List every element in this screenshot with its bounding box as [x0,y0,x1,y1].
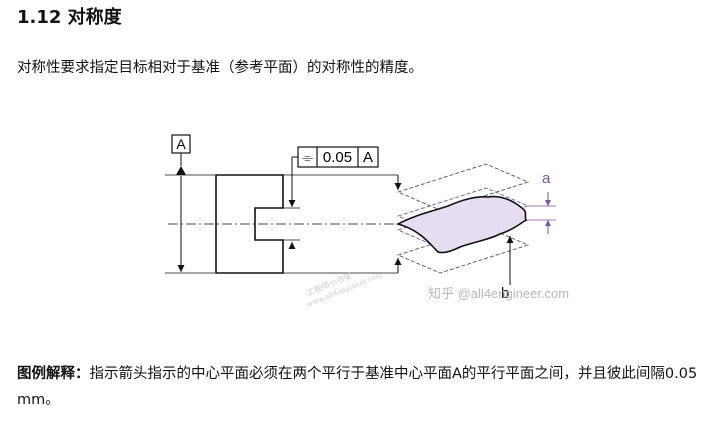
leader-b: b [501,236,514,302]
tolerance-leader [288,156,298,249]
watermark-stamp: 工程师小书架 www.all4engineer.com [305,271,383,309]
dimension-a: a [528,170,556,234]
label-a: a [542,170,551,187]
explanation-label: 图例解释： [17,366,90,382]
datum-label-box: A [171,134,191,175]
watermark-main: 知乎 @all4engineer.com [428,286,569,301]
intro-paragraph: 对称性要求指定目标相对于基准（参考平面）的对称性的精度。 [17,60,423,76]
feature-control-frame: ⌯ 0.05 A [297,146,379,168]
symmetry-figure: A ⌯ 0.05 A [0,120,714,310]
explanation-text: 指示箭头指示的中心平面必须在两个平行于基准中心平面A的平行平面之间，并且彼此间隔… [17,366,698,408]
section-title: 1.12 对称度 [17,7,122,28]
frame-datum: A [363,149,373,166]
symmetry-symbol: ⌯ [302,149,313,165]
label-b: b [501,285,509,302]
datum-triangle [176,166,186,175]
tolerance-value: 0.05 [323,149,352,166]
datum-letter: A [176,136,186,152]
projection-lines [283,174,402,274]
top-boundary-plane [396,163,530,211]
symmetry-diagram: A ⌯ 0.05 A [165,134,569,309]
median-surface [395,195,528,254]
explanation-paragraph: 图例解释：指示箭头指示的中心平面必须在两个平行于基准中心平面A的平行平面之间，并… [17,361,707,413]
